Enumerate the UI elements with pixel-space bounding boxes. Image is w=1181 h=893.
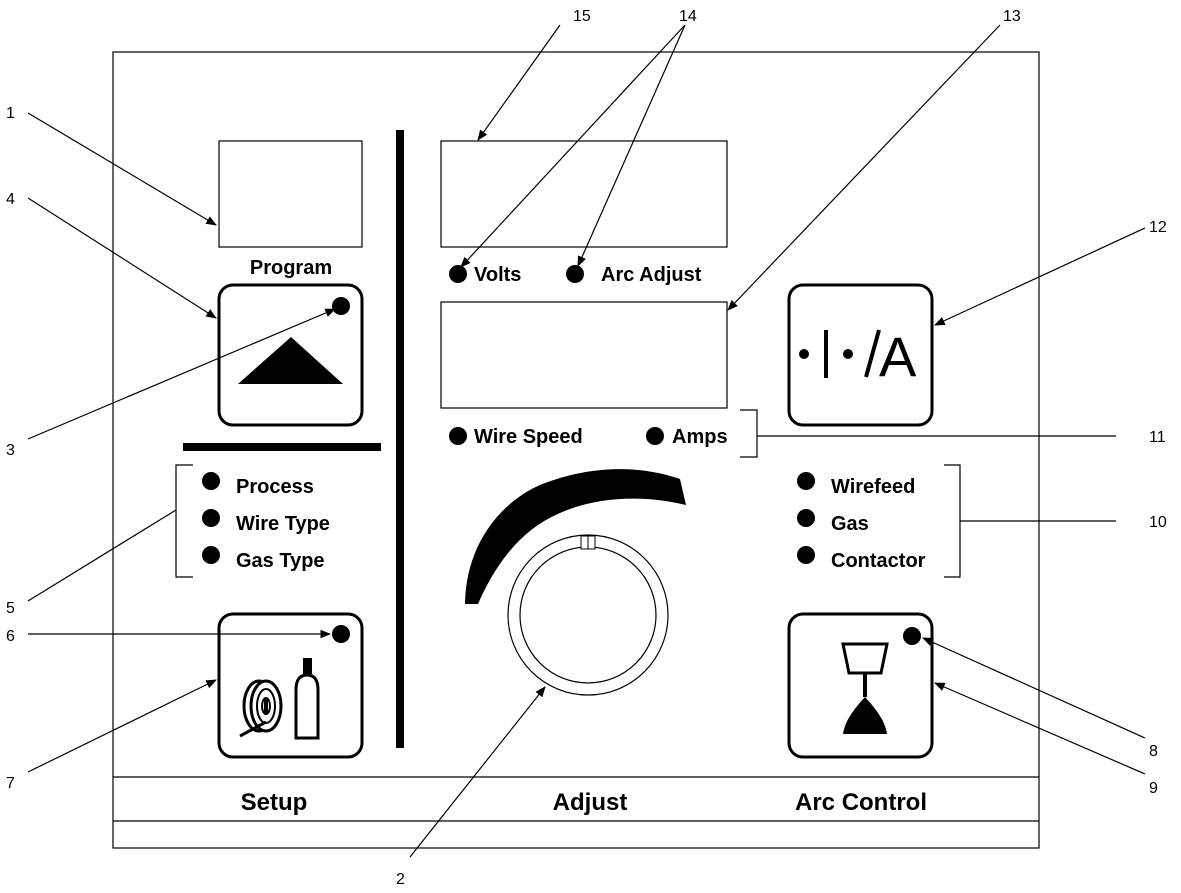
arc-adjust-label: Arc Adjust [601, 264, 702, 286]
callout-line-9 [934, 682, 1146, 775]
arc-control-button[interactable] [787, 612, 934, 759]
callout-12: 12 [1149, 219, 1167, 236]
callout-9: 9 [1149, 780, 1158, 797]
setup-button[interactable] [217, 612, 364, 759]
callout-6: 6 [6, 628, 15, 645]
callout-line-5 [27, 509, 177, 602]
wire-type-label: Wire Type [236, 513, 330, 535]
wire-spool-icon [239, 679, 283, 738]
vertical-separator [396, 130, 404, 748]
wire-speed-label: Wire Speed [474, 426, 583, 448]
callout-line-8 [922, 637, 1146, 739]
callout-line-14b [577, 24, 686, 267]
gas-label: Gas [831, 513, 869, 535]
volts-led [449, 265, 467, 283]
va-dot-left [799, 349, 809, 359]
callout-3: 3 [6, 442, 15, 459]
callout-line-12 [934, 227, 1146, 326]
callout-line-7 [27, 679, 217, 773]
triangle-up-icon [238, 337, 343, 384]
callout-4: 4 [6, 191, 15, 208]
gas-cylinder-icon [294, 658, 320, 740]
volts-label: Volts [474, 264, 521, 286]
callout-1: 1 [6, 105, 15, 122]
callout-line-13 [727, 24, 1001, 311]
setup-label: Setup [241, 789, 308, 816]
process-label: Process [236, 476, 314, 498]
contactor-led [797, 546, 815, 564]
gas-type-led [202, 546, 220, 564]
callout-line-15 [477, 24, 561, 141]
amps-led [646, 427, 664, 445]
program-label: Program [250, 257, 332, 279]
callout-line-1 [27, 112, 217, 226]
wire-speed-led [449, 427, 467, 445]
callout-8: 8 [1149, 743, 1158, 760]
callout-15: 15 [573, 8, 591, 25]
hourglass-arc-icon [841, 642, 889, 734]
process-led [202, 472, 220, 490]
volts-amps-button[interactable]: A [787, 283, 934, 427]
amps-bracket [740, 409, 758, 458]
callout-line-2 [409, 686, 546, 858]
amps-label: Amps [672, 426, 728, 448]
voltage-display [440, 140, 728, 248]
program-underline [183, 443, 381, 451]
callout-line-14a [460, 24, 686, 268]
callout-5: 5 [6, 600, 15, 617]
program-led [332, 297, 350, 315]
arc-control-led [903, 627, 921, 645]
va-slash [864, 329, 881, 378]
arc-control-label: Arc Control [795, 789, 927, 816]
setup-bracket [175, 464, 193, 578]
callout-line-3 [27, 308, 336, 440]
callout-13: 13 [1003, 8, 1021, 25]
adjust-knob[interactable] [507, 534, 669, 696]
va-letter-a: A [879, 325, 917, 388]
callout-7: 7 [6, 775, 15, 792]
callout-2: 2 [396, 871, 405, 888]
callout-14: 14 [679, 8, 697, 25]
wirefeed-led [797, 472, 815, 490]
arc-control-bracket [944, 464, 961, 578]
callout-11: 11 [1149, 429, 1166, 446]
callout-line-4 [27, 197, 217, 319]
wirefeed-label: Wirefeed [831, 476, 915, 498]
gas-led [797, 509, 815, 527]
va-dot-right [843, 349, 853, 359]
va-bar [824, 330, 828, 378]
amperage-display [440, 301, 728, 409]
adjust-label: Adjust [553, 789, 628, 816]
program-button[interactable] [217, 283, 364, 427]
gas-type-label: Gas Type [236, 550, 325, 572]
arc-adjust-led [566, 265, 584, 283]
panel-frame [112, 51, 1040, 849]
contactor-label: Contactor [831, 550, 926, 572]
adjust-arc-icon [465, 469, 686, 604]
setup-led [332, 625, 350, 643]
callout-10: 10 [1149, 514, 1167, 531]
wire-type-led [202, 509, 220, 527]
program-display [218, 140, 363, 248]
